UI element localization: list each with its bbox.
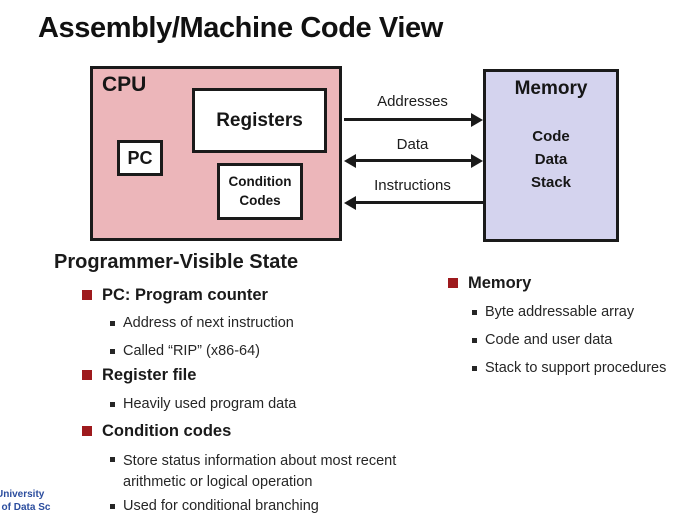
pc-box: PC <box>117 140 163 176</box>
bullet-square-red-icon <box>82 290 92 300</box>
condition-codes-box: Condition Codes <box>217 163 303 220</box>
page-title: Assembly/Machine Code View <box>38 12 443 44</box>
list-item: Called “RIP” (x86-64) <box>110 343 260 359</box>
list-item-label: Condition codes <box>102 422 232 440</box>
list-item: Code and user data <box>472 332 612 348</box>
list-item: Address of next instruction <box>110 315 294 331</box>
list-item-label: Stack to support procedures <box>485 360 667 376</box>
registers-label: Registers <box>216 109 303 131</box>
arrowhead-left-icon <box>344 195 356 210</box>
bullet-square-black-icon <box>472 338 477 343</box>
list-item-label: Register file <box>102 366 197 384</box>
arrowhead-right-icon <box>471 153 483 168</box>
bullet-square-red-icon <box>82 370 92 380</box>
list-item-label: Address of next instruction <box>123 315 294 331</box>
pc-label: PC <box>127 147 153 168</box>
bus-label-instructions: Instructions <box>374 177 451 194</box>
logo-line-1: University <box>0 489 45 500</box>
bullet-square-red-icon <box>448 278 458 288</box>
bus-label-addresses: Addresses <box>377 93 448 110</box>
bullet-square-black-icon <box>110 402 115 407</box>
bullet-square-black-icon <box>110 504 115 509</box>
bullet-square-black-icon <box>110 457 115 462</box>
cpu-box: CPU Registers PC Condition Codes <box>90 66 342 241</box>
cpu-label: CPU <box>102 73 147 96</box>
list-item: Condition codes <box>82 422 231 441</box>
list-item-label: Byte addressable array <box>485 304 635 320</box>
bus-label-data: Data <box>396 136 429 153</box>
university-logo: University l of Data Sc <box>0 488 50 514</box>
list-item: PC: Program counter <box>82 286 268 305</box>
list-item-label: PC: Program counter <box>102 286 268 304</box>
list-item: Used for conditional branching <box>110 498 319 514</box>
addresses-arrow-icon <box>344 112 483 127</box>
bullet-square-black-icon <box>472 310 477 315</box>
list-item-label: Store status information about most rece… <box>123 453 397 491</box>
list-item-label: Called “RIP” (x86-64) <box>123 343 260 359</box>
registers-box: Registers <box>192 88 327 153</box>
instructions-arrow-icon <box>344 195 483 210</box>
bullet-square-black-icon <box>110 321 115 326</box>
bullet-square-red-icon <box>82 426 92 436</box>
list-item: Stack to support procedures <box>472 360 666 376</box>
list-item-label: Code and user data <box>485 332 613 348</box>
list-item: Store status information about most rece… <box>110 451 397 493</box>
memory-content-stack: Stack <box>530 174 572 191</box>
memory-contents: Code Data Stack <box>486 125 616 194</box>
bullet-square-black-icon <box>472 366 477 371</box>
arrowhead-right-icon <box>471 112 483 127</box>
memory-content-code: Code <box>532 128 570 145</box>
arrowhead-left-icon <box>344 153 356 168</box>
data-arrow-icon <box>344 153 483 168</box>
list-item: Register file <box>82 366 196 385</box>
section-heading-programmer-visible-state: Programmer-Visible State <box>54 251 299 273</box>
memory-label: Memory <box>514 78 588 99</box>
logo-line-2: l of Data Sc <box>0 502 51 513</box>
bullet-square-black-icon <box>110 349 115 354</box>
list-item: Memory <box>448 274 531 293</box>
list-item: Heavily used program data <box>110 396 296 412</box>
memory-content-data: Data <box>534 151 568 168</box>
condition-codes-label: Condition Codes <box>228 174 292 208</box>
list-item-label: Heavily used program data <box>123 396 297 412</box>
list-item: Byte addressable array <box>472 304 634 320</box>
memory-box: Memory Code Data Stack <box>483 69 619 242</box>
list-item-label: Memory <box>468 274 532 292</box>
list-item-label: Used for conditional branching <box>123 498 319 514</box>
